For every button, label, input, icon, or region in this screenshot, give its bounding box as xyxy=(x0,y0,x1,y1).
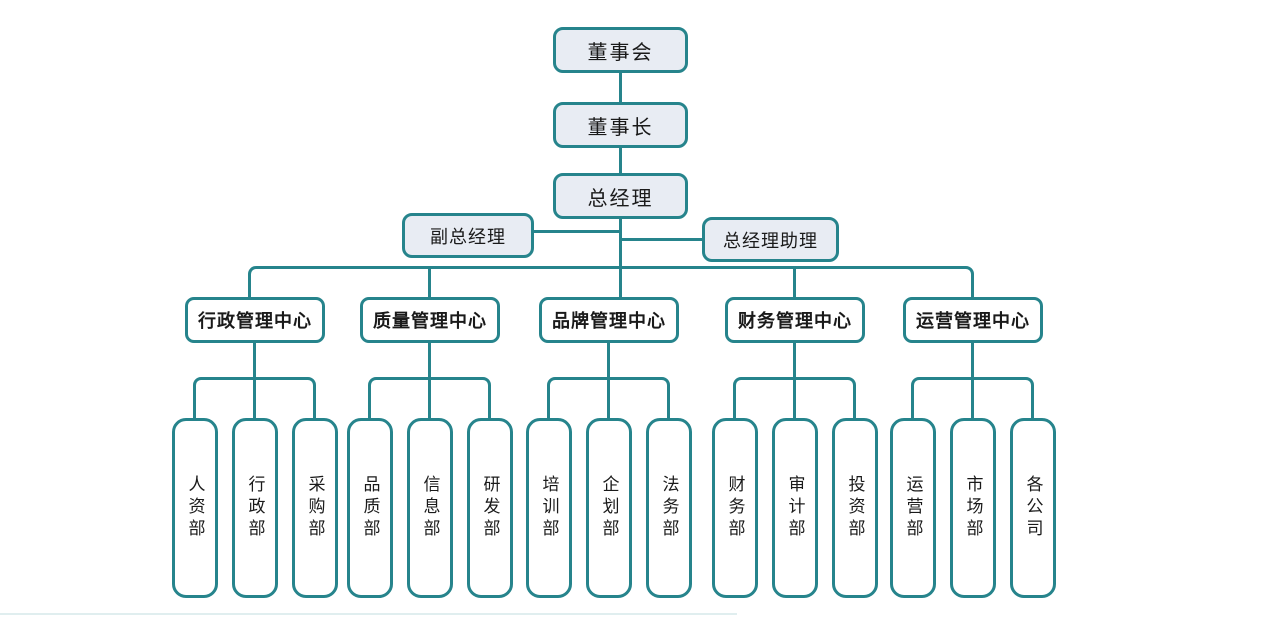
dept-box-5-2: 市场部 xyxy=(950,418,996,598)
connector-drop-center-2 xyxy=(428,266,431,297)
deputy-gm-box: 副总经理 xyxy=(402,213,534,258)
dept-label: 人资部 xyxy=(184,475,205,541)
dept-label: 投资部 xyxy=(844,475,865,541)
connector-main-span xyxy=(248,266,974,297)
connector-center-stem-4 xyxy=(793,343,796,377)
dept-box-1-1: 人资部 xyxy=(172,418,218,598)
dept-box-4-1: 财务部 xyxy=(712,418,758,598)
dept-box-4-2: 审计部 xyxy=(772,418,818,598)
connector-dept-drop-5 xyxy=(971,377,974,418)
connector-center-stem-5 xyxy=(971,343,974,377)
connector-dept-drop-4 xyxy=(793,377,796,418)
dept-box-3-2: 企划部 xyxy=(586,418,632,598)
chairman-box: 董事长 xyxy=(553,102,688,148)
connector-gm-assistant xyxy=(620,238,702,241)
dept-box-1-2: 行政部 xyxy=(232,418,278,598)
center-box-3: 品牌管理中心 xyxy=(539,297,679,343)
connector-dept-drop-2 xyxy=(428,377,431,418)
dept-box-1-3: 采购部 xyxy=(292,418,338,598)
dept-label: 企划部 xyxy=(598,475,619,541)
dept-label: 行政部 xyxy=(244,475,265,541)
dept-label: 研发部 xyxy=(479,475,500,541)
dept-label: 财务部 xyxy=(724,475,745,541)
connector-center-stem-1 xyxy=(253,343,256,377)
dept-label: 培训部 xyxy=(538,475,559,541)
connector-center-stem-2 xyxy=(428,343,431,377)
center-box-1: 行政管理中心 xyxy=(185,297,325,343)
dept-box-2-1: 品质部 xyxy=(347,418,393,598)
connector-gm-trunk xyxy=(619,219,622,297)
general-manager-box: 总经理 xyxy=(553,173,688,219)
dept-label: 审计部 xyxy=(784,475,805,541)
dept-box-4-3: 投资部 xyxy=(832,418,878,598)
dept-label: 信息部 xyxy=(419,475,440,541)
dept-box-3-3: 法务部 xyxy=(646,418,692,598)
board-box: 董事会 xyxy=(553,27,688,73)
dept-label: 法务部 xyxy=(658,475,679,541)
dept-label: 采购部 xyxy=(304,475,325,541)
connector-center-stem-3 xyxy=(607,343,610,377)
dept-box-2-3: 研发部 xyxy=(467,418,513,598)
dept-label: 运营部 xyxy=(902,475,923,541)
dept-label: 品质部 xyxy=(359,475,380,541)
bottom-edge-artifact-line xyxy=(0,613,737,615)
connector-drop-center-4 xyxy=(793,266,796,297)
center-box-2: 质量管理中心 xyxy=(360,297,500,343)
connector-dept-drop-1 xyxy=(253,377,256,418)
dept-label: 市场部 xyxy=(962,475,983,541)
dept-box-5-3: 各公司 xyxy=(1010,418,1056,598)
dept-box-5-1: 运营部 xyxy=(890,418,936,598)
connector-chairman-gm xyxy=(619,148,622,173)
dept-label: 各公司 xyxy=(1022,475,1043,541)
center-box-5: 运营管理中心 xyxy=(903,297,1043,343)
connector-board-chairman xyxy=(619,73,622,102)
dept-box-3-1: 培训部 xyxy=(526,418,572,598)
center-box-4: 财务管理中心 xyxy=(725,297,865,343)
dept-box-2-2: 信息部 xyxy=(407,418,453,598)
gm-assistant-box: 总经理助理 xyxy=(702,217,839,262)
connector-deputy-gm xyxy=(534,230,619,233)
connector-dept-drop-3 xyxy=(607,377,610,418)
